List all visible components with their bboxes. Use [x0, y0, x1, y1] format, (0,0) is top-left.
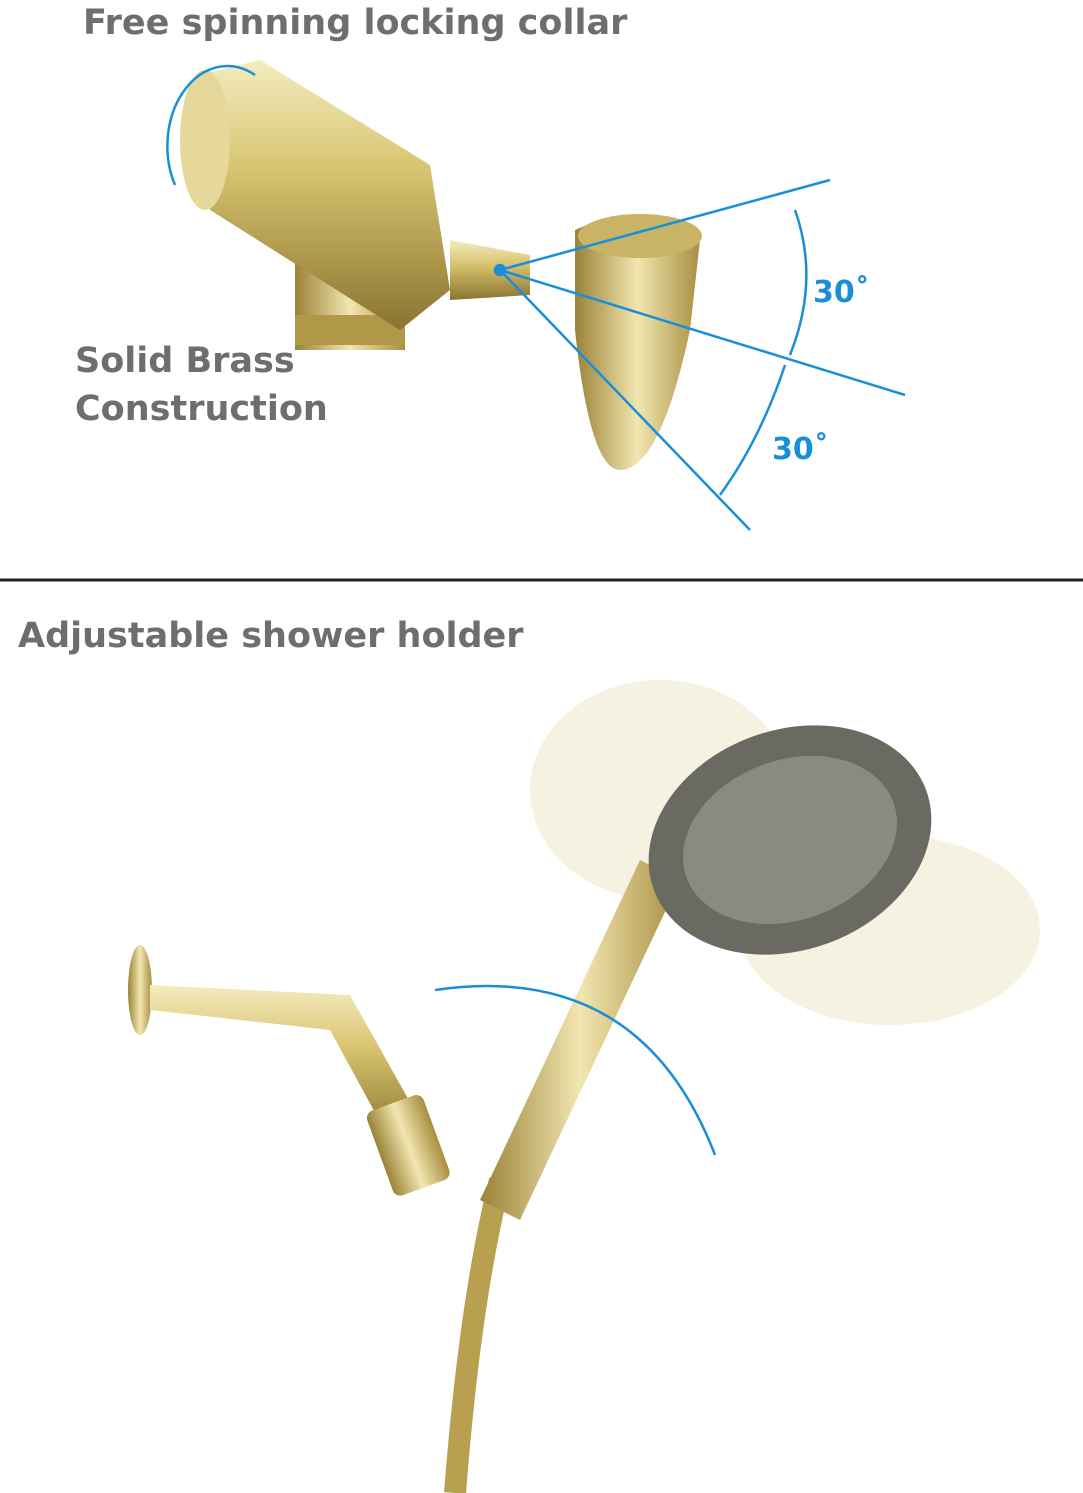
handheld-shower-illustration: [128, 680, 1040, 1493]
collar-label: Free spinning locking collar: [83, 3, 628, 43]
angle-lower-label: 30˚: [772, 432, 829, 467]
brass-label-line2: Construction: [75, 389, 328, 429]
angle-indicator-lines: [166, 64, 906, 531]
holder-label: Adjustable shower holder: [18, 616, 524, 656]
rotation-arrow-icon: [434, 984, 717, 1156]
brass-label-line1: Solid Brass: [75, 341, 295, 381]
angle-upper-label: 30˚: [813, 275, 870, 310]
shower-arm-mount: [180, 60, 702, 470]
